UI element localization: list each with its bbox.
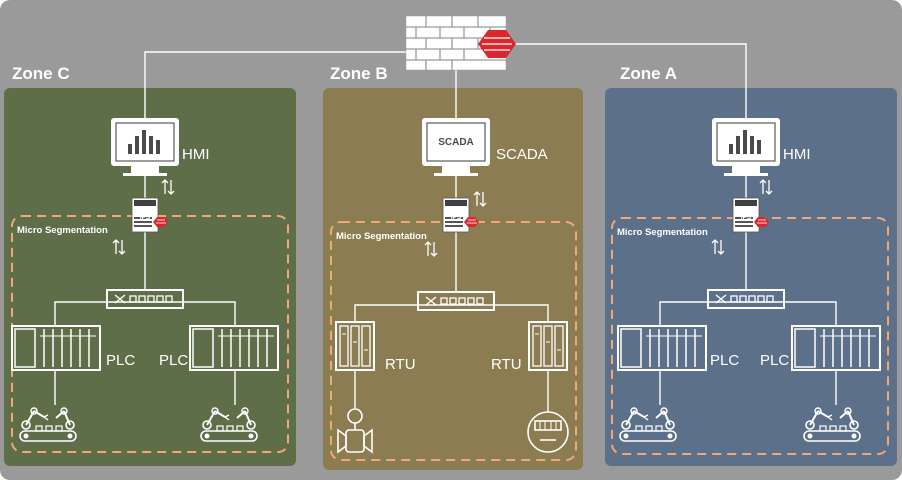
zone-b-scada-screen-text: SCADA: [438, 137, 474, 148]
zone-b-scada-label: SCADA: [496, 146, 548, 163]
zone-b-meter-icon: [527, 411, 569, 453]
zone-c-plc-right-label: PLC: [159, 352, 189, 369]
firewall-icon: [405, 15, 516, 71]
zone-a-micro-segmentation-label: Micro Segmentation: [617, 227, 708, 238]
zone-a-title: Zone A: [620, 64, 677, 83]
zone-c-ips-text: IPS: [140, 214, 151, 221]
zone-c-micro-segmentation-label: Micro Segmentation: [17, 225, 108, 236]
zone-b-micro-segmentation-label: Micro Segmentation: [336, 231, 427, 242]
zone-a-ips-text: IPS: [741, 214, 752, 221]
zone-c-plc-left-label: PLC: [106, 352, 136, 369]
firewall-uplinks: [144, 43, 747, 118]
zone-c-title: Zone C: [12, 64, 70, 83]
zone-b-links: [354, 176, 549, 412]
zone-a-panel: [605, 88, 897, 466]
zone-b-title: Zone B: [330, 64, 388, 83]
zone-b-rtu-left-label: RTU: [385, 356, 416, 373]
zone-b-valve-icon: [337, 408, 373, 454]
zone-b-rtu-right-label: RTU: [491, 356, 522, 373]
zone-a-plc-left-label: PLC: [710, 352, 740, 369]
zone-b-panel: [323, 88, 583, 470]
zone-b-ips-text: IPS: [451, 214, 462, 221]
zone-c-hmi-label: HMI: [182, 146, 210, 163]
zone-a-hmi-label: HMI: [783, 146, 811, 163]
zone-a-plc-right-label: PLC: [760, 352, 790, 369]
zone-c-panel: [4, 88, 296, 466]
zone-a-links: [659, 176, 837, 405]
